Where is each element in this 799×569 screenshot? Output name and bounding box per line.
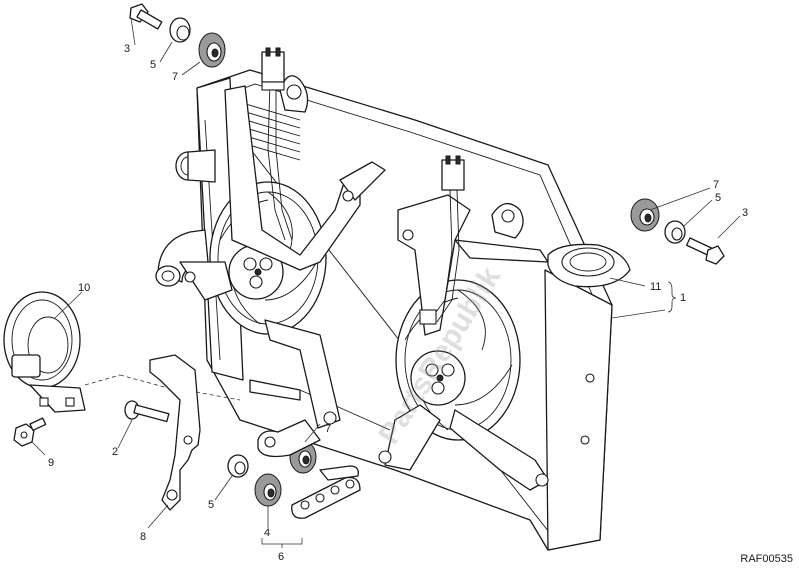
bush-5-right[interactable] xyxy=(664,220,686,244)
callout-3-top: 3 xyxy=(124,43,130,55)
screw-2[interactable] xyxy=(124,400,170,423)
callout-4: 4 xyxy=(264,527,270,539)
leader-lines xyxy=(31,17,741,548)
bracket-plate-6[interactable] xyxy=(291,476,361,519)
radiator-inlet-pipe-lower[interactable] xyxy=(155,229,209,287)
screw-9[interactable] xyxy=(13,417,47,447)
callout-6: 6 xyxy=(278,551,284,563)
callout-10: 10 xyxy=(78,282,90,294)
fan-right-connector[interactable] xyxy=(419,155,465,325)
callout-7-top: 7 xyxy=(172,71,178,83)
horn-bracket[interactable] xyxy=(149,354,201,511)
fan-left-connector[interactable] xyxy=(261,47,293,241)
screw-3-top[interactable] xyxy=(129,3,163,30)
radiator-top-mount[interactable] xyxy=(279,75,309,113)
horn[interactable] xyxy=(3,291,86,413)
callout-7-right: 7 xyxy=(713,179,719,191)
callout-5-right: 5 xyxy=(715,192,721,204)
radiator-inlet-pipe-upper[interactable] xyxy=(175,149,216,183)
callout-5-top: 5 xyxy=(150,59,156,71)
callout-5-bottom: 5 xyxy=(208,499,214,511)
callout-3-right: 3 xyxy=(742,207,748,219)
callout-1: 1 xyxy=(680,292,686,304)
bush-5-bottom[interactable] xyxy=(227,454,249,478)
callout-7-bottom: 7 xyxy=(325,423,331,435)
drawing-code: RAF00535 xyxy=(740,553,793,565)
bush-5-top[interactable] xyxy=(169,17,191,43)
callout-11: 11 xyxy=(650,281,661,293)
fan-right-bracket[interactable] xyxy=(378,194,549,491)
fan-left-bracket[interactable] xyxy=(179,85,386,429)
bracket-plate-upper[interactable] xyxy=(257,419,359,481)
callout-2: 2 xyxy=(112,446,118,458)
damper-7-right[interactable] xyxy=(630,198,660,232)
damper-4[interactable] xyxy=(254,473,282,507)
damper-7-top[interactable] xyxy=(198,32,226,68)
callout-8: 8 xyxy=(140,531,146,543)
radiator-right-mount[interactable] xyxy=(491,203,524,239)
screw-3-right[interactable] xyxy=(685,237,725,265)
radiator-cap[interactable] xyxy=(547,243,631,288)
callout-labels: 3 5 7 7 5 3 11 1 10 9 2 8 5 4 7 6 xyxy=(48,43,748,563)
callout-9: 9 xyxy=(48,457,54,469)
